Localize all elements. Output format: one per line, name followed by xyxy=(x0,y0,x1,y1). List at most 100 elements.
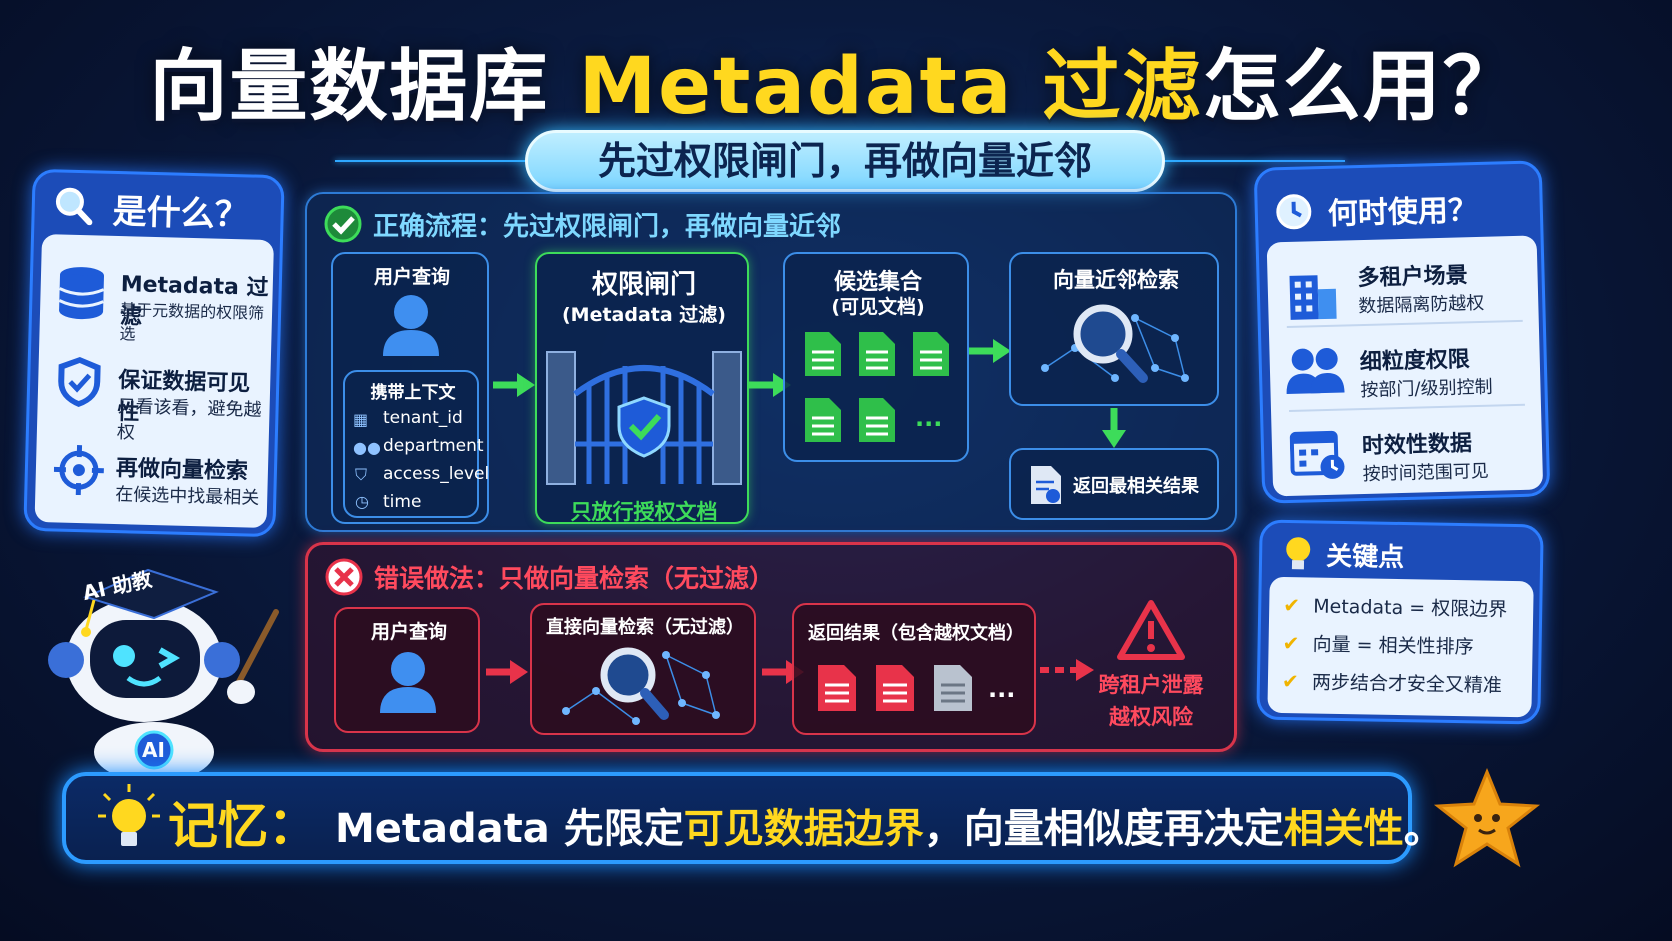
arrow-right-icon xyxy=(967,336,1013,370)
when-item-desc: 数据隔离防越权 xyxy=(1358,292,1485,318)
magnifier-network-icon xyxy=(1035,298,1199,402)
keypoint-item: 向量 = 相关性排序 xyxy=(1312,633,1474,659)
what-item-desc: 只看该看，避免越权 xyxy=(116,396,262,444)
check-circle-icon xyxy=(323,204,363,248)
result-box: 返回最相关结果 xyxy=(1009,448,1219,520)
result-label: 返回最相关结果 xyxy=(1073,476,1199,497)
when-item-title: 多租户场景 xyxy=(1357,263,1468,292)
check-icon: ✔ xyxy=(1282,630,1300,656)
candidates-subtitle: (可见文档) xyxy=(831,296,925,318)
document-gray-icon xyxy=(932,663,974,717)
arrow-right-red-icon xyxy=(484,657,530,691)
risk-label-line2: 越权风险 xyxy=(1109,705,1193,729)
keypoint-item: 两步结合才安全又精准 xyxy=(1311,671,1503,697)
lightbulb-icon xyxy=(1280,533,1317,578)
keypoints-heading: 关键点 xyxy=(1325,541,1405,574)
search-icon xyxy=(52,184,93,226)
candidates-ellipsis: ... xyxy=(915,404,943,432)
direct-search-box: 直接向量检索（无过滤） xyxy=(530,603,756,735)
memory-part: Metadata 先限定 xyxy=(335,806,684,852)
vector-search-title: 向量近邻检索 xyxy=(1053,268,1179,292)
memory-text: Metadata 先限定可见数据边界，向量相似度再决定相关性。 xyxy=(335,796,1444,854)
what-item-desc: 基于元数据的权限筛选 xyxy=(119,300,265,344)
permission-gate-box: 权限闸门 (Metadata 过滤) 只放行授权文档 xyxy=(535,252,749,524)
clock-icon xyxy=(1273,191,1314,236)
memory-highlight: 可见数据边界 xyxy=(683,806,924,852)
wrong-user-query-label: 用户查询 xyxy=(370,621,447,643)
arrow-down-icon xyxy=(1099,406,1129,454)
robot-badge: AI xyxy=(142,738,165,762)
document-green-icon xyxy=(911,330,951,382)
database-icon xyxy=(56,264,108,325)
document-green-icon xyxy=(857,396,897,448)
check-icon: ✔ xyxy=(1283,592,1301,618)
when-item-title: 时效性数据 xyxy=(1361,431,1473,460)
what-panel: 是什么？ Metadata 过滤 基于元数据的权限筛选 保证数据可见性 只看该看… xyxy=(23,168,285,538)
crosshair-icon xyxy=(53,444,104,499)
title-part1: 向量数据库 xyxy=(149,42,579,132)
keypoints-panel: 关键点 ✔ Metadata = 权限边界 ✔ 向量 = 相关性排序 ✔ 两步结… xyxy=(1256,519,1544,725)
document-green-icon xyxy=(857,330,897,382)
context-item: tenant_id xyxy=(383,408,463,428)
memory-part: 。 xyxy=(1403,806,1444,852)
document-red-icon xyxy=(816,663,858,717)
arrow-right-icon xyxy=(747,370,793,404)
group-icon: ●● xyxy=(353,438,381,457)
context-item: time xyxy=(383,492,422,512)
gate-icon xyxy=(545,334,743,490)
risk-label-line1: 跨租户泄露 xyxy=(1098,673,1204,697)
keypoint-item: Metadata = 权限边界 xyxy=(1313,595,1508,621)
wrong-result-ellipsis: ... xyxy=(988,675,1016,703)
memory-label: 记忆： xyxy=(168,797,318,855)
memory-highlight: 相关性 xyxy=(1283,806,1404,852)
building-icon xyxy=(1285,265,1339,326)
dashed-arrow-icon xyxy=(1038,655,1096,689)
starfish-decoration xyxy=(1432,768,1542,872)
context-box: 携带上下文 ▦ tenant_id ●● department ⛉ access… xyxy=(343,370,489,518)
candidates-title: 候选集合 xyxy=(833,270,922,295)
document-red-icon xyxy=(874,663,916,717)
ai-robot-mascot: AI 助教 AI xyxy=(36,552,296,782)
user-icon xyxy=(381,292,441,362)
what-item-desc: 在候选中找最相关 xyxy=(115,484,260,509)
gate-subtitle: (Metadata 过滤) xyxy=(561,304,726,326)
when-item-title: 细粒度权限 xyxy=(1359,347,1471,376)
context-item: department xyxy=(383,436,484,456)
keypoints-body: ✔ Metadata = 权限边界 ✔ 向量 = 相关性排序 ✔ 两步结合才安全… xyxy=(1267,576,1534,718)
check-icon: ✔ xyxy=(1281,668,1299,694)
deco-line-right xyxy=(1165,160,1345,162)
when-heading: 何时使用？ xyxy=(1327,192,1479,232)
candidate-set-box: 候选集合 (可见文档) ... xyxy=(783,252,969,462)
what-body: Metadata 过滤 基于元数据的权限筛选 保证数据可见性 只看该看，避免越权… xyxy=(34,234,274,529)
when-item-desc: 按部门/级别控制 xyxy=(1360,376,1493,402)
warning-icon xyxy=(1116,599,1186,665)
clock-icon: ◷ xyxy=(355,492,369,511)
wrong-flow-frame: 错误做法：只做向量检索（无过滤） 用户查询 直接向量检索（无过滤） 返回结果（包… xyxy=(305,542,1237,752)
when-panel: 何时使用？ 多租户场景 数据隔离防越权 细粒度权限 按部门/级别控制 时效性数据… xyxy=(1253,160,1551,504)
calendar-icon xyxy=(1289,425,1347,486)
direct-search-label: 直接向量检索（无过滤） xyxy=(546,617,744,638)
what-heading: 是什么？ xyxy=(112,191,250,236)
x-circle-icon xyxy=(324,557,364,601)
title-part2: 怎么用？ xyxy=(1202,42,1523,132)
magnifier-network-icon xyxy=(556,641,732,735)
building-icon: ▦ xyxy=(353,410,369,429)
divider xyxy=(1289,403,1525,412)
correct-flow-frame: 正确流程：先过权限闸门，再做向量近邻 用户查询 携带上下文 ▦ tenant_i… xyxy=(305,192,1237,532)
context-title: 携带上下文 xyxy=(370,383,456,403)
users-icon xyxy=(1285,345,1345,400)
subtitle-banner: 先过权限闸门，再做向量近邻 xyxy=(525,130,1165,192)
document-green-icon xyxy=(803,330,843,382)
gate-caption: 只放行授权文档 xyxy=(570,500,718,524)
when-body: 多租户场景 数据隔离防越权 细粒度权限 按部门/级别控制 时效性数据 按时间范围… xyxy=(1266,235,1544,497)
wrong-flow-heading: 错误做法：只做向量检索（无过滤） xyxy=(374,564,775,593)
wrong-result-box: 返回结果（包含越权文档） ... xyxy=(792,603,1036,735)
wrong-result-label: 返回结果（包含越权文档） xyxy=(808,623,1024,644)
deco-line-left xyxy=(335,160,525,162)
user-query-label: 用户查询 xyxy=(373,266,450,288)
document-star-icon xyxy=(1029,464,1063,510)
memory-part: ，向量相似度再决定 xyxy=(923,806,1284,852)
gate-title: 权限闸门 xyxy=(591,270,696,300)
shield-icon xyxy=(55,354,103,413)
correct-flow-heading: 正确流程：先过权限闸门，再做向量近邻 xyxy=(373,212,842,242)
